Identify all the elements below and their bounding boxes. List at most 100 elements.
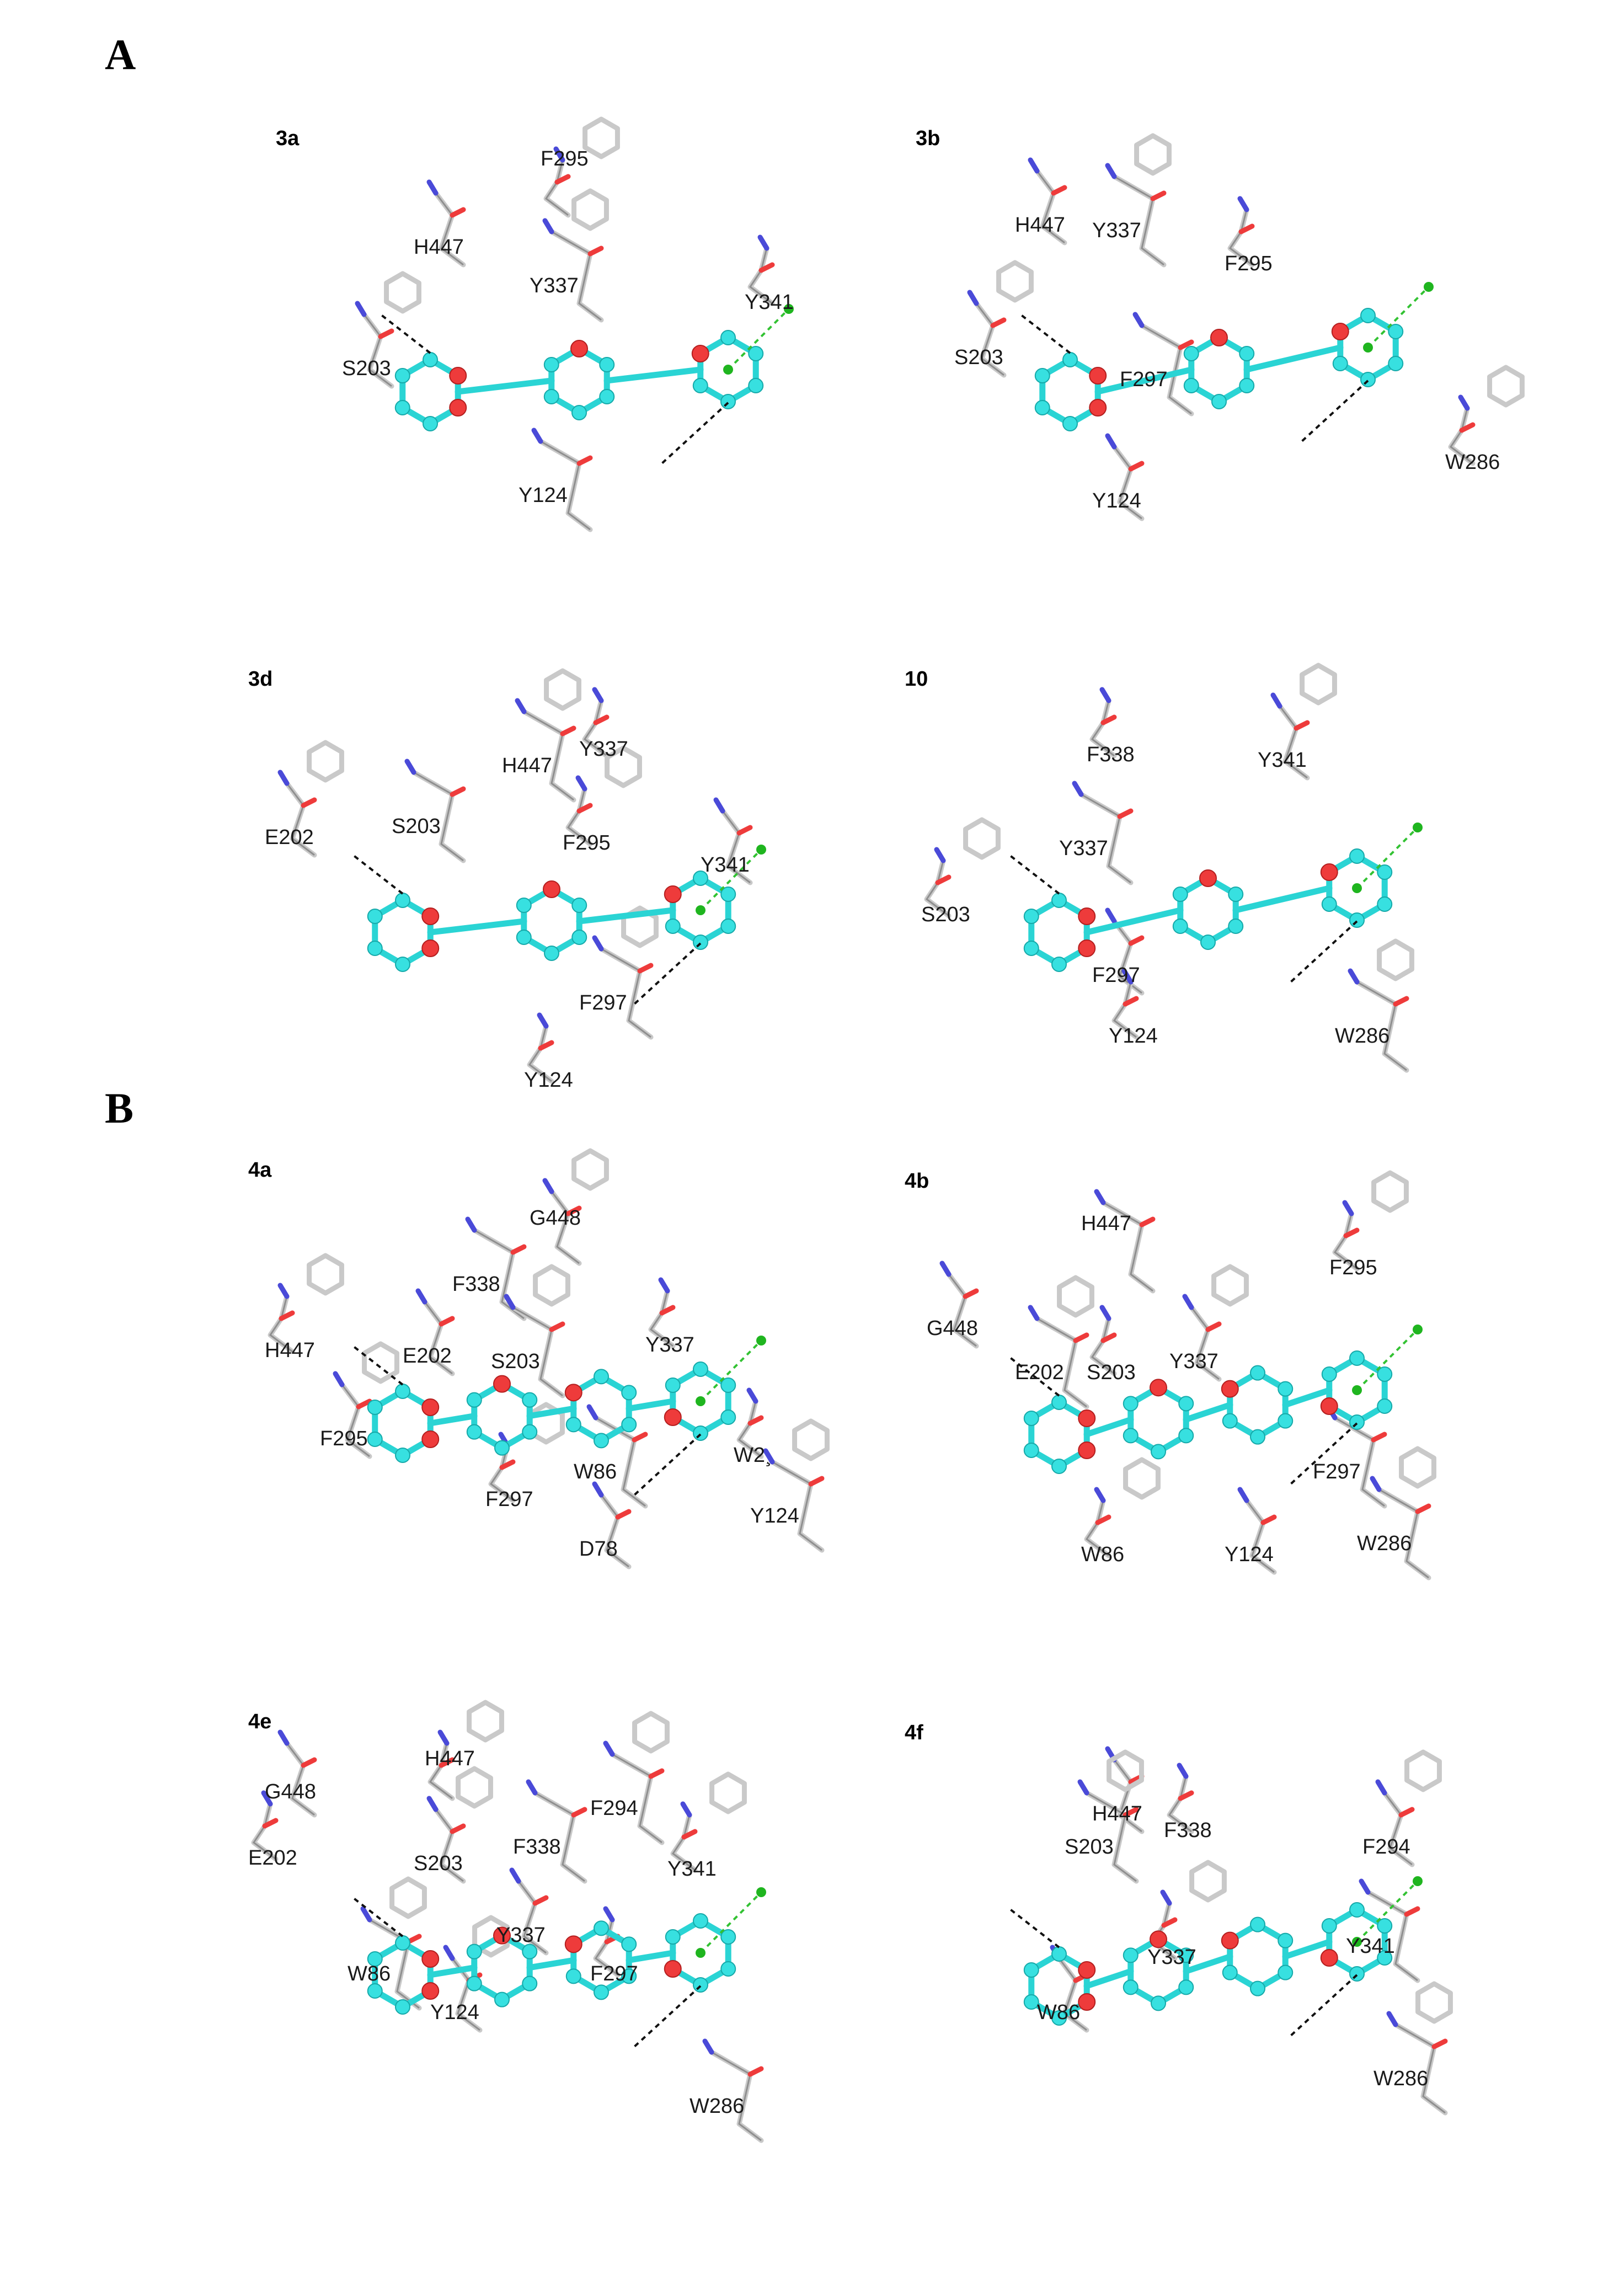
ligand-carbon-atom [1051, 2010, 1067, 2026]
residue-label-w286: W286 [1445, 451, 1500, 474]
ligand-carbon-atom [394, 368, 410, 383]
hydrogen-bond [633, 942, 702, 1005]
residue-backbone-outline [1058, 1958, 1087, 2031]
ligand-ring [1028, 897, 1090, 968]
nitrogen-atom [1121, 968, 1134, 985]
nitrogen-atom [1072, 781, 1084, 797]
ligand-carbon-atom [516, 930, 532, 945]
residue-label-s203: S203 [491, 1350, 540, 1373]
oxygen-atom [681, 1829, 698, 1840]
protein-residues [1050, 1746, 1453, 2116]
ligand-bond [526, 1957, 577, 1971]
ligand-ring [1039, 356, 1101, 427]
ligand-carbon-atom [565, 1968, 581, 1984]
side-chain-ring [963, 817, 1001, 860]
residue-backbone-outline [540, 440, 591, 531]
residue-backbone-outline [975, 303, 1004, 376]
oxygen-atom [1343, 1227, 1360, 1238]
residue-label-s203: S203 [392, 815, 441, 838]
ligand-carbon-atom [1023, 1994, 1039, 2010]
ligand-ring [399, 356, 461, 427]
ligand-carbon-atom [1377, 864, 1393, 880]
oxygen-atom [532, 1895, 549, 1906]
residue-label-f338: F338 [513, 1835, 561, 1859]
ligand [1034, 308, 1404, 431]
ligand-carbon-atom [367, 1983, 383, 1999]
ligand-carbon-atom [1023, 909, 1039, 924]
pi-pi-interaction [699, 848, 762, 911]
residue-label-s203: S203 [921, 903, 970, 926]
residue-label-y124: Y124 [1092, 489, 1141, 512]
ligand-oxygen-atom [1078, 907, 1096, 925]
nitrogen-atom [355, 301, 367, 317]
ligand-carbon-atom [720, 394, 736, 409]
ligand-carbon-atom [1250, 1916, 1265, 1932]
ligand-oxygen-atom [421, 939, 440, 957]
oxygen-atom [758, 262, 775, 273]
residue-backbone-outline [600, 1494, 629, 1568]
side-chain-ring [1377, 938, 1414, 981]
oxygen-atom [1123, 1807, 1139, 1818]
residue-backbone-outline [413, 771, 464, 862]
residue-backbone-outline [948, 1274, 977, 1347]
residue-backbone-outline [286, 1743, 315, 1816]
residue-label-h447: H447 [414, 236, 464, 259]
residue-backbone-outline [1036, 170, 1065, 244]
hydrogen-bond [1290, 1974, 1358, 2037]
residue-label-y337: Y337 [1092, 219, 1141, 242]
oxygen-atom [1073, 1332, 1089, 1343]
nitrogen-atom [426, 1796, 439, 1812]
nitrogen-atom [1160, 1889, 1172, 1906]
ligand-carbon-atom [1360, 372, 1376, 387]
side-chain-ring [362, 1341, 399, 1384]
side-chain-ring [571, 188, 609, 231]
ring-centroid [1352, 1385, 1362, 1395]
ligand-carbon-atom [720, 919, 736, 934]
ligand-carbon-atom [1278, 1413, 1294, 1429]
ligand-carbon-atom [1377, 1950, 1393, 1966]
residue-label-e202: E202 [403, 1344, 452, 1368]
interactions [1008, 1876, 1423, 2037]
section-label-b: B [105, 1084, 134, 1132]
nitrogen-atom [575, 775, 587, 792]
ligand-bond [1083, 1416, 1134, 1438]
ligand-bond [1183, 1402, 1233, 1423]
nitrogen-atom [415, 1288, 427, 1305]
oxygen-atom [1178, 1790, 1194, 1801]
residue-label-y124: Y124 [430, 2001, 479, 2024]
oxygen-atom [632, 1432, 648, 1443]
nitrogen-atom [592, 1481, 604, 1498]
side-chain-ring [1211, 1264, 1249, 1307]
protein-residues [939, 1170, 1436, 1580]
residue-backbone-outline [1085, 1500, 1109, 1557]
ligand-carbon-atom [1123, 1428, 1139, 1444]
ring-centroid [756, 1336, 766, 1345]
ligand-carbon-atom [395, 893, 410, 908]
ligand [1023, 848, 1393, 972]
hydrogen-bond [380, 313, 431, 354]
residue-label-w286: W286 [1357, 1532, 1412, 1555]
residue-label-f297: F297 [579, 991, 627, 1014]
residue-label-y337: Y337 [1147, 1946, 1196, 1969]
panel-label: 4f [905, 1721, 923, 1744]
residue-backbone-outline [1036, 1317, 1087, 1408]
ligand-ring [521, 886, 582, 957]
ligand-bond [1083, 907, 1184, 936]
ligand-carbon-atom [1349, 848, 1365, 864]
residue-backbone-outline [1383, 1792, 1413, 1866]
ring-centroid [696, 1396, 706, 1406]
nitrogen-atom [757, 234, 769, 251]
nitrogen-atom [553, 146, 565, 163]
ligand-carbon-atom [1178, 1428, 1194, 1444]
pi-pi-interaction [727, 308, 790, 371]
residue-label-w286: W286 [1335, 1024, 1389, 1048]
oxygen-atom [1128, 461, 1145, 472]
residue-backbone-outline [341, 1384, 370, 1457]
ligand-bond [455, 377, 555, 395]
ring-centroid [784, 304, 794, 314]
oxygen-atom [736, 825, 753, 836]
ligand-ring [1028, 1399, 1090, 1470]
